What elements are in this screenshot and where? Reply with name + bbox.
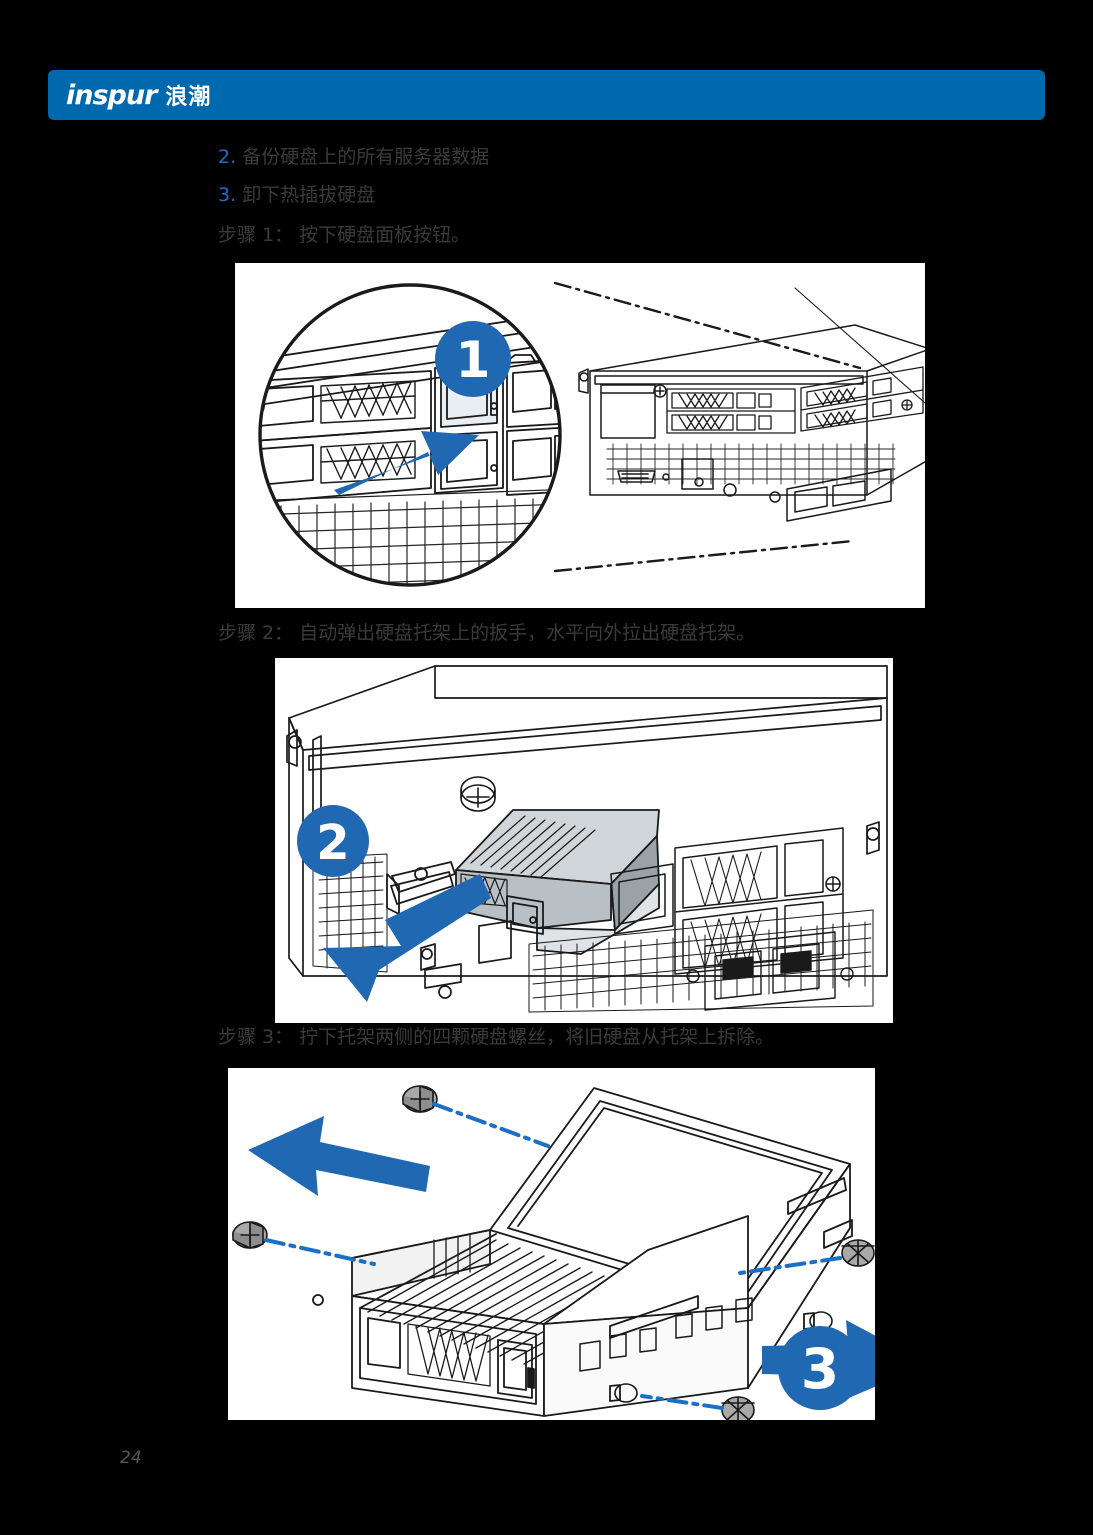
page-number: 24 — [120, 1448, 142, 1468]
figure-pull-out-drive-tray: 2 — [275, 658, 893, 1023]
inspur-logo: inspur 浪潮 — [66, 79, 211, 111]
figure-1-step-badge: 1 — [435, 321, 511, 397]
step-3-caption: 步骤 3： 拧下托架两侧的四颗硬盘螺丝，将旧硬盘从托架上拆除。 — [218, 1026, 775, 1048]
figure-3-step-badge: 3 — [778, 1326, 862, 1410]
figure-press-drive-panel-button: 1 — [235, 263, 925, 608]
list-item-2-text: 备份硬盘上的所有服务器数据 — [242, 146, 490, 168]
list-item-2-number: 2. — [218, 146, 237, 168]
logo-chinese-name: 浪潮 — [165, 85, 212, 110]
svg-text:3: 3 — [801, 1337, 839, 1401]
arrow-remove-disk — [248, 1116, 430, 1196]
svg-text:1: 1 — [456, 331, 491, 389]
logo-wordmark: inspur — [66, 79, 157, 111]
page-header-bar: inspur 浪潮 — [48, 70, 1045, 120]
svg-text:2: 2 — [316, 815, 349, 871]
list-item-3-text: 卸下热插拔硬盘 — [242, 184, 376, 206]
list-item-3: 3. 卸下热插拔硬盘 — [218, 182, 375, 209]
list-item-2: 2. 备份硬盘上的所有服务器数据 — [218, 144, 489, 171]
list-item-3-number: 3. — [218, 184, 237, 206]
step-1-caption: 步骤 1： 按下硬盘面板按钮。 — [218, 224, 471, 246]
figure-remove-four-screws: 3 — [228, 1068, 875, 1420]
figure-2-step-badge: 2 — [297, 805, 369, 877]
step-2-caption: 步骤 2： 自动弹出硬盘托架上的扳手，水平向外拉出硬盘托架。 — [218, 622, 756, 644]
